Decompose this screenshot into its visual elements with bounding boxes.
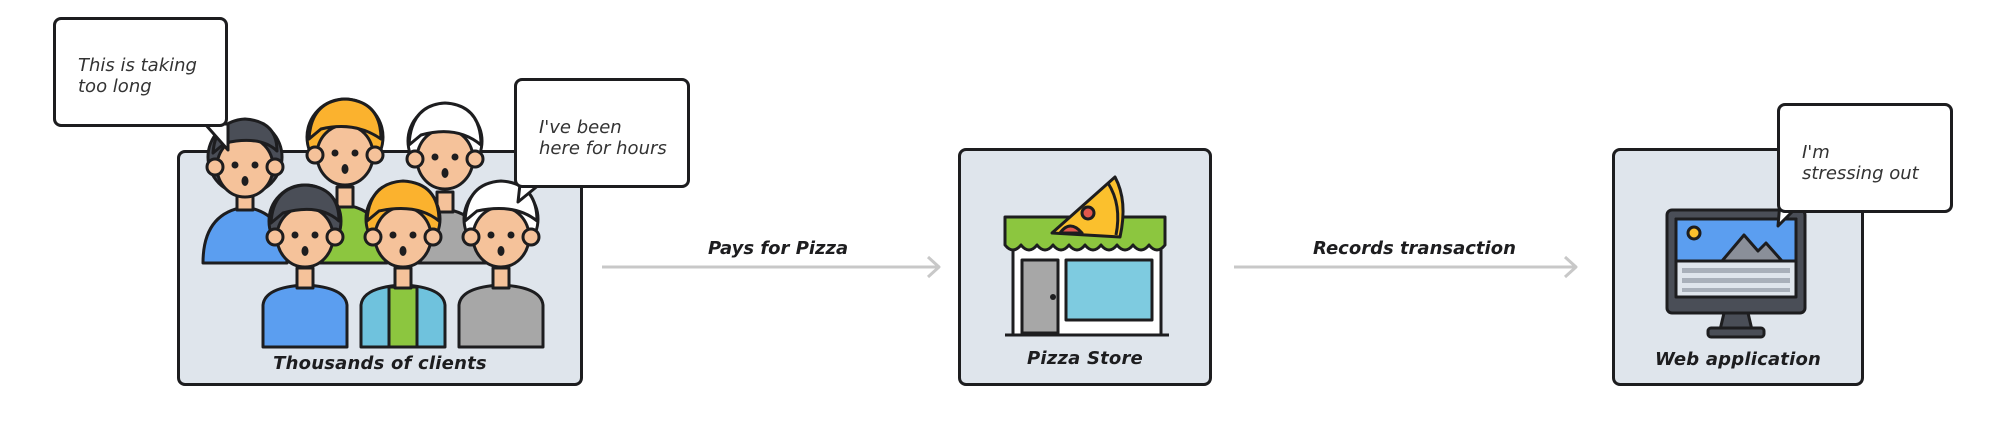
bubble-text-line: too long [78,76,152,97]
person-icon [457,179,545,349]
bubble-text-line: stressing out [1802,163,1919,184]
records-label: Records transaction [1313,238,1516,259]
web-app-speech-bubble: I'm stressing out [1777,103,1953,213]
bubble-text-line: I'm [1802,142,1830,163]
clients-caption: Thousands of clients [273,353,487,374]
bubble-text-line: I've been [539,117,622,138]
bubble-text-line: here for hours [539,138,667,159]
person-icon [261,183,349,349]
person-icon [359,179,447,349]
pizza-store-icon [1003,175,1169,337]
web-app-node: Web application [1612,148,1864,386]
clients-left-speech-bubble: This is taking too long [53,17,228,127]
clients-right-speech-bubble: I've been here for hours [514,78,690,188]
pays-label: Pays for Pizza [708,238,849,259]
pizza-store-caption: Pizza Store [1027,348,1143,369]
pays-arrow [602,255,941,279]
web-app-caption: Web application [1654,349,1822,370]
pizza-slice-icon [1050,175,1125,239]
monitor-icon [1665,208,1807,339]
bubble-text-line: This is taking [78,55,197,76]
crowd-illustration [201,97,545,349]
person-icon [201,117,289,265]
records-arrow [1234,255,1578,279]
